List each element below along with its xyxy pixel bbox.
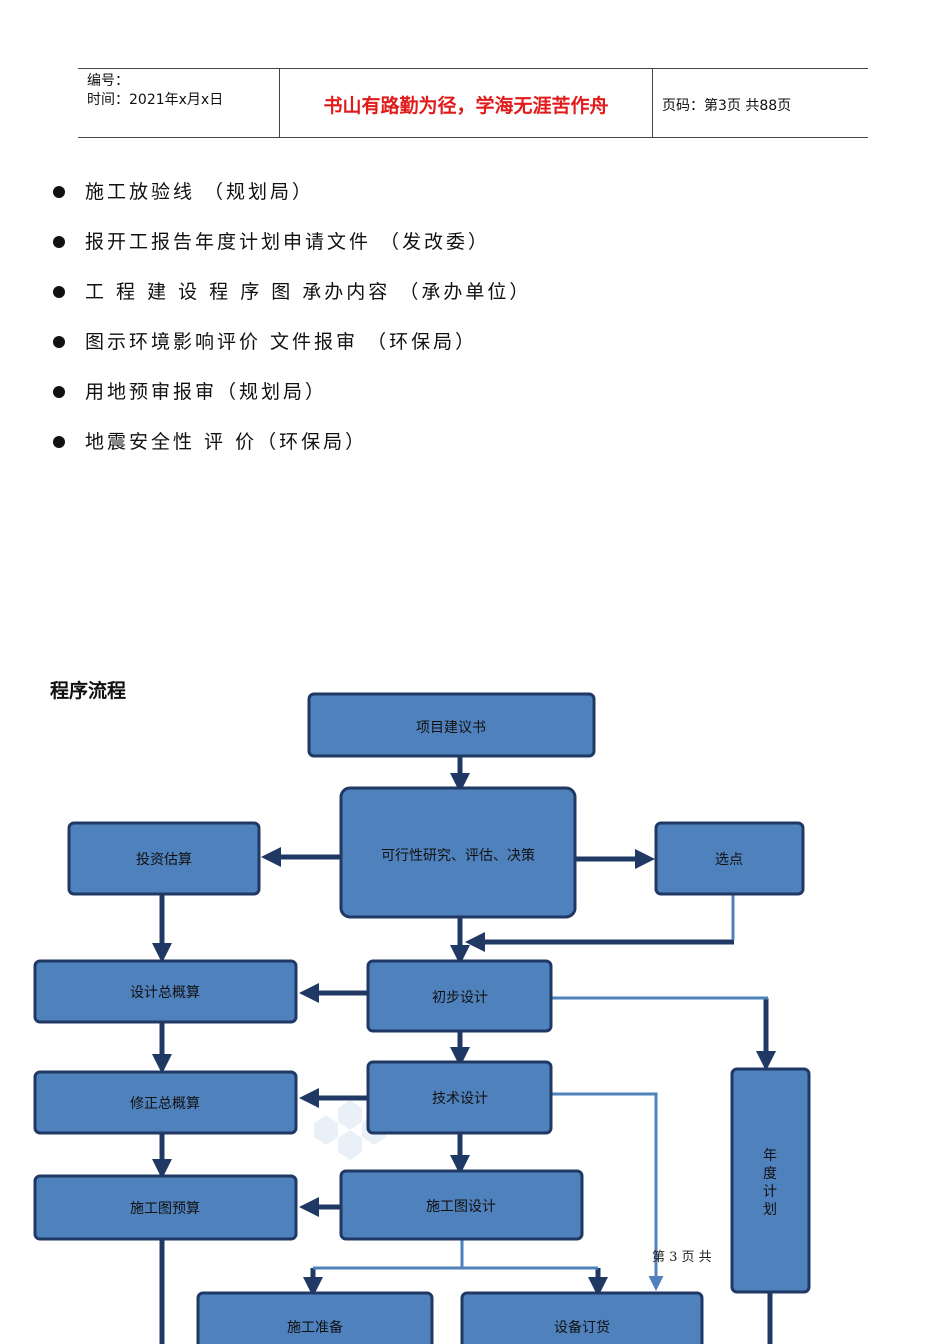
page-footer-text: 第 3 页 共: [652, 1250, 712, 1265]
node-revised-total: 修正总概算: [33, 1070, 298, 1135]
node-annual-plan-char: 年: [763, 1148, 777, 1164]
node-technical-label: 技术设计: [432, 1091, 488, 1107]
list-item-text: 施工放验线 （规划局）: [85, 181, 315, 203]
bullet-dot-icon: [53, 236, 65, 248]
node-construction-prep: 施工准备: [196, 1291, 434, 1344]
connector-technical-to-equipment: [552, 1092, 664, 1291]
section-title: 程序流程: [50, 680, 127, 702]
node-proposal-label: 项目建议书: [416, 720, 486, 736]
document-number-label: 编号：: [87, 73, 129, 89]
list-item-text: 图示环境影响评价 文件报审 （环保局）: [85, 331, 478, 353]
node-drawing-design: 施工图设计: [339, 1169, 584, 1241]
document-time-label: 时间：2021年x月x日: [87, 92, 224, 108]
bullet-dot-icon: [53, 436, 65, 448]
node-preliminary: 初步设计: [366, 959, 553, 1033]
bullet-dot-icon: [53, 286, 65, 298]
node-site-label: 选点: [715, 852, 743, 868]
page-number-info: 页码：第3页 共88页: [662, 98, 792, 114]
node-drawing-budget: 施工图预算: [33, 1174, 298, 1241]
node-drawing-budget-label: 施工图预算: [130, 1201, 200, 1217]
node-annual-plan-char: 度: [763, 1166, 777, 1182]
bullet-dot-icon: [53, 186, 65, 198]
header-page-cell: 页码：第3页 共88页: [653, 69, 868, 137]
node-annual-plan-char: 计: [763, 1184, 777, 1200]
node-equipment-order-label: 设备订货: [554, 1319, 610, 1336]
header-motto-cell: 书山有路勤为径，学海无涯苦作舟: [280, 69, 653, 137]
node-site: 选点: [654, 821, 805, 896]
node-proposal: 项目建议书: [307, 692, 596, 758]
node-annual-plan: 年 度 计 划: [730, 1067, 811, 1294]
node-feasibility: 可行性研究、评估、决策: [339, 786, 577, 919]
bullet-dot-icon: [53, 386, 65, 398]
list-item-text: 地震安全性 评 价（环保局）: [85, 431, 368, 453]
header-motto: 书山有路勤为径，学海无涯苦作舟: [323, 95, 609, 117]
node-construction-prep-label: 施工准备: [287, 1319, 343, 1336]
page-header: 编号： 时间：2021年x月x日 书山有路勤为径，学海无涯苦作舟 页码：第3页 …: [78, 68, 868, 138]
bullet-dot-icon: [53, 336, 65, 348]
node-revised-total-label: 修正总概算: [130, 1096, 200, 1112]
list-item-text: 工 程 建 设 程 序 图 承办内容 （承办单位）: [85, 281, 532, 303]
list-item-text: 报开工报告年度计划申请文件 （发改委）: [85, 231, 491, 253]
connector-drawing-design-split: [313, 1240, 464, 1270]
node-annual-plan-char: 划: [763, 1202, 777, 1218]
node-estimate: 投资估算: [67, 821, 261, 896]
node-budget-total: 设计总概算: [33, 959, 298, 1024]
list-item-text: 用地预审报审（规划局）: [85, 381, 328, 403]
header-meta-cell: 编号： 时间：2021年x月x日: [78, 69, 280, 137]
node-feasibility-label: 可行性研究、评估、决策: [381, 847, 535, 864]
node-preliminary-label: 初步设计: [432, 989, 488, 1006]
node-technical: 技术设计: [366, 1060, 553, 1135]
node-estimate-label: 投资估算: [136, 852, 192, 868]
node-drawing-design-label: 施工图设计: [426, 1199, 496, 1215]
node-budget-total-label: 设计总概算: [130, 985, 200, 1001]
node-equipment-order: 设备订货: [460, 1291, 704, 1344]
